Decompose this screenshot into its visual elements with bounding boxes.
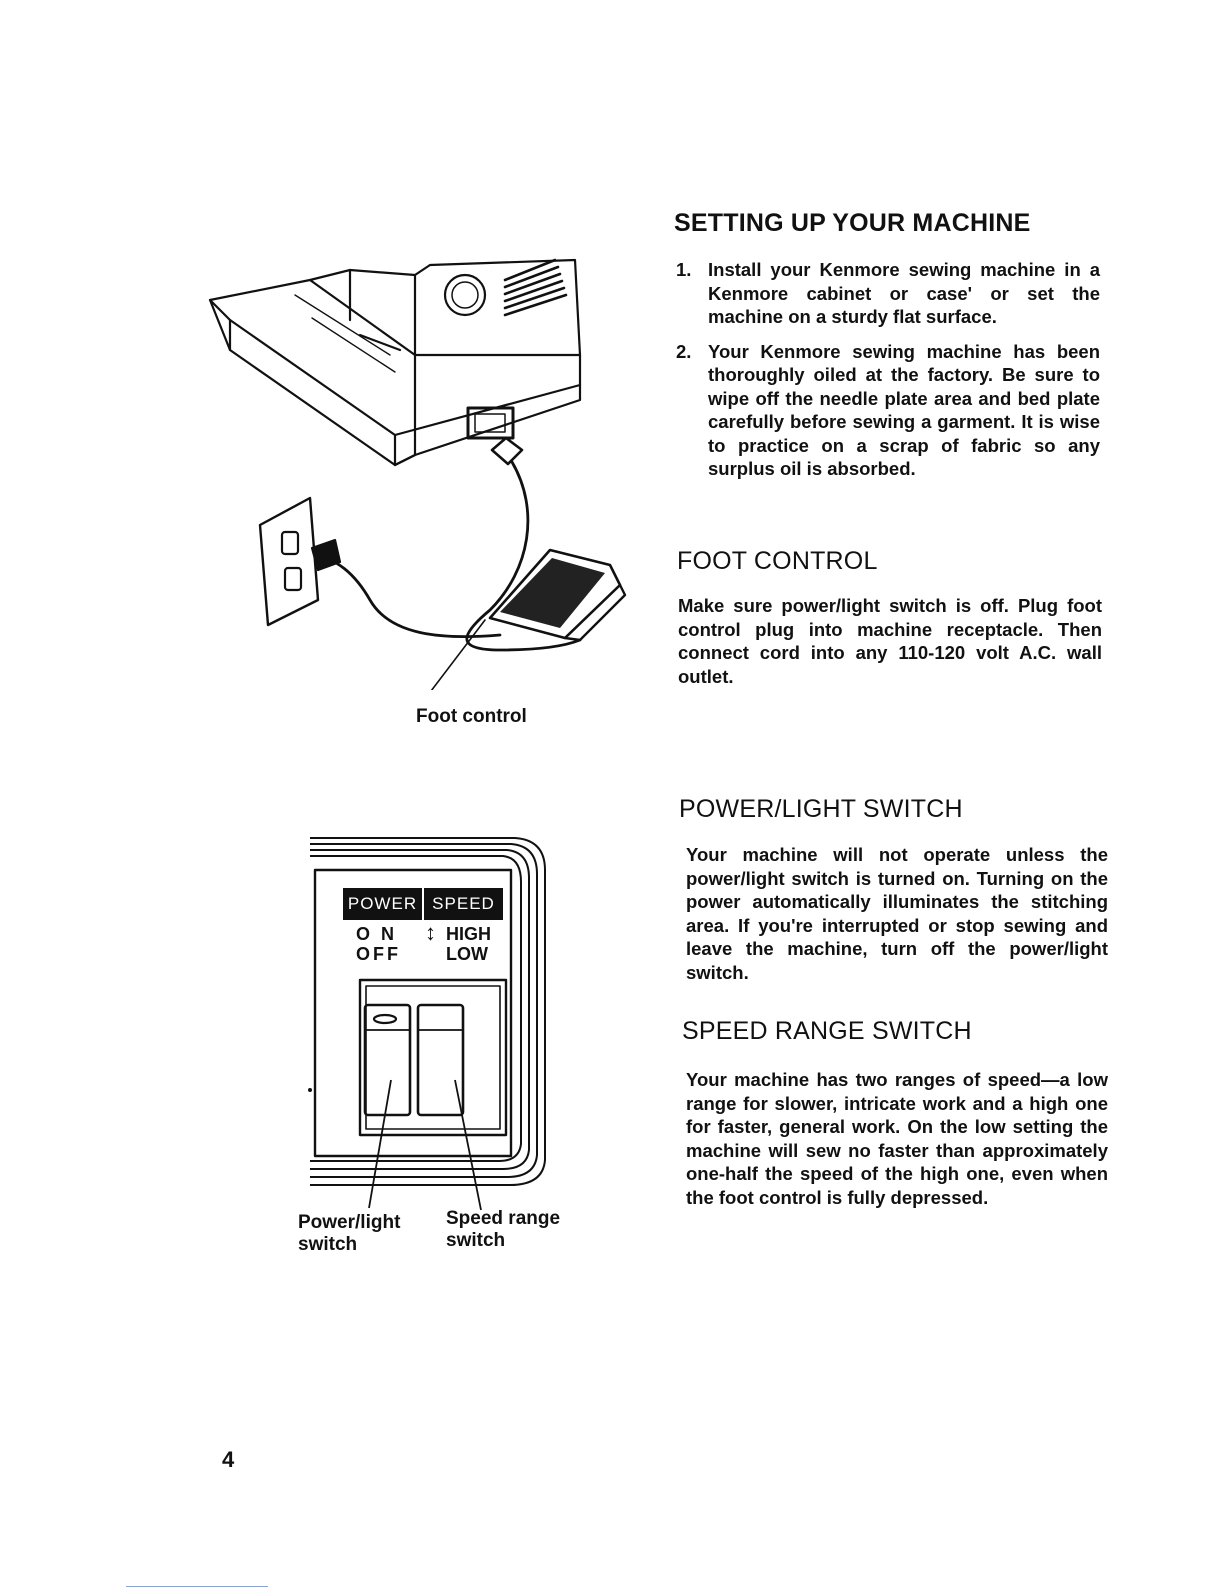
- panel-on-label: O N: [356, 924, 398, 944]
- power-switch-caption-line1: Power/light: [298, 1212, 401, 1233]
- panel-label-power: POWER: [343, 888, 424, 920]
- foot-control-heading: FOOT CONTROL: [677, 547, 878, 575]
- speed-switch-caption-line2: switch: [446, 1230, 506, 1251]
- setup-step-2-text: Your Kenmore sewing machine has been tho…: [708, 340, 1100, 480]
- speed-switch-caption: Speed range switch: [446, 1208, 560, 1252]
- panel-low-label: LOW: [446, 944, 488, 964]
- panel-label-window: POWER SPEED: [343, 888, 503, 920]
- setup-step-2-number: 2.: [676, 340, 692, 362]
- foot-control-caption: Foot control: [416, 706, 527, 727]
- power-switch-text: Your machine will not operate unless the…: [686, 844, 1108, 983]
- foot-control-text: Make sure power/light switch is off. Plu…: [678, 595, 1102, 687]
- setup-step-1-number: 1.: [676, 259, 692, 280]
- panel-label-speed: SPEED: [432, 894, 495, 913]
- setup-steps: 1. Install your Kenmore sewing machine i…: [676, 258, 1100, 492]
- page-number: 4: [222, 1447, 235, 1472]
- power-switch-caption: Power/light switch: [298, 1212, 400, 1256]
- foot-control-illustration: [208, 258, 627, 690]
- power-switch-caption-line2: switch: [298, 1234, 358, 1255]
- speed-switch-heading: SPEED RANGE SWITCH: [682, 1017, 972, 1045]
- speed-switch-text: Your machine has two ranges of speed—a l…: [686, 1069, 1108, 1208]
- speed-switch-caption-line1: Speed range: [446, 1208, 561, 1229]
- panel-high-label: HIGH: [446, 924, 491, 944]
- power-switch-heading: POWER/LIGHT SWITCH: [679, 795, 963, 823]
- setup-step-2: 2. Your Kenmore sewing machine has been …: [676, 340, 1100, 481]
- panel-arrow-icon: ↕: [425, 920, 436, 945]
- setup-step-1: 1. Install your Kenmore sewing machine i…: [676, 258, 1100, 329]
- setup-heading: SETTING UP YOUR MACHINE: [674, 209, 1031, 237]
- switch-panel-illustration: [308, 837, 546, 1210]
- panel-off-label: OFF: [356, 944, 401, 964]
- setup-step-1-text: Install your Kenmore sewing machine in a…: [708, 259, 1100, 327]
